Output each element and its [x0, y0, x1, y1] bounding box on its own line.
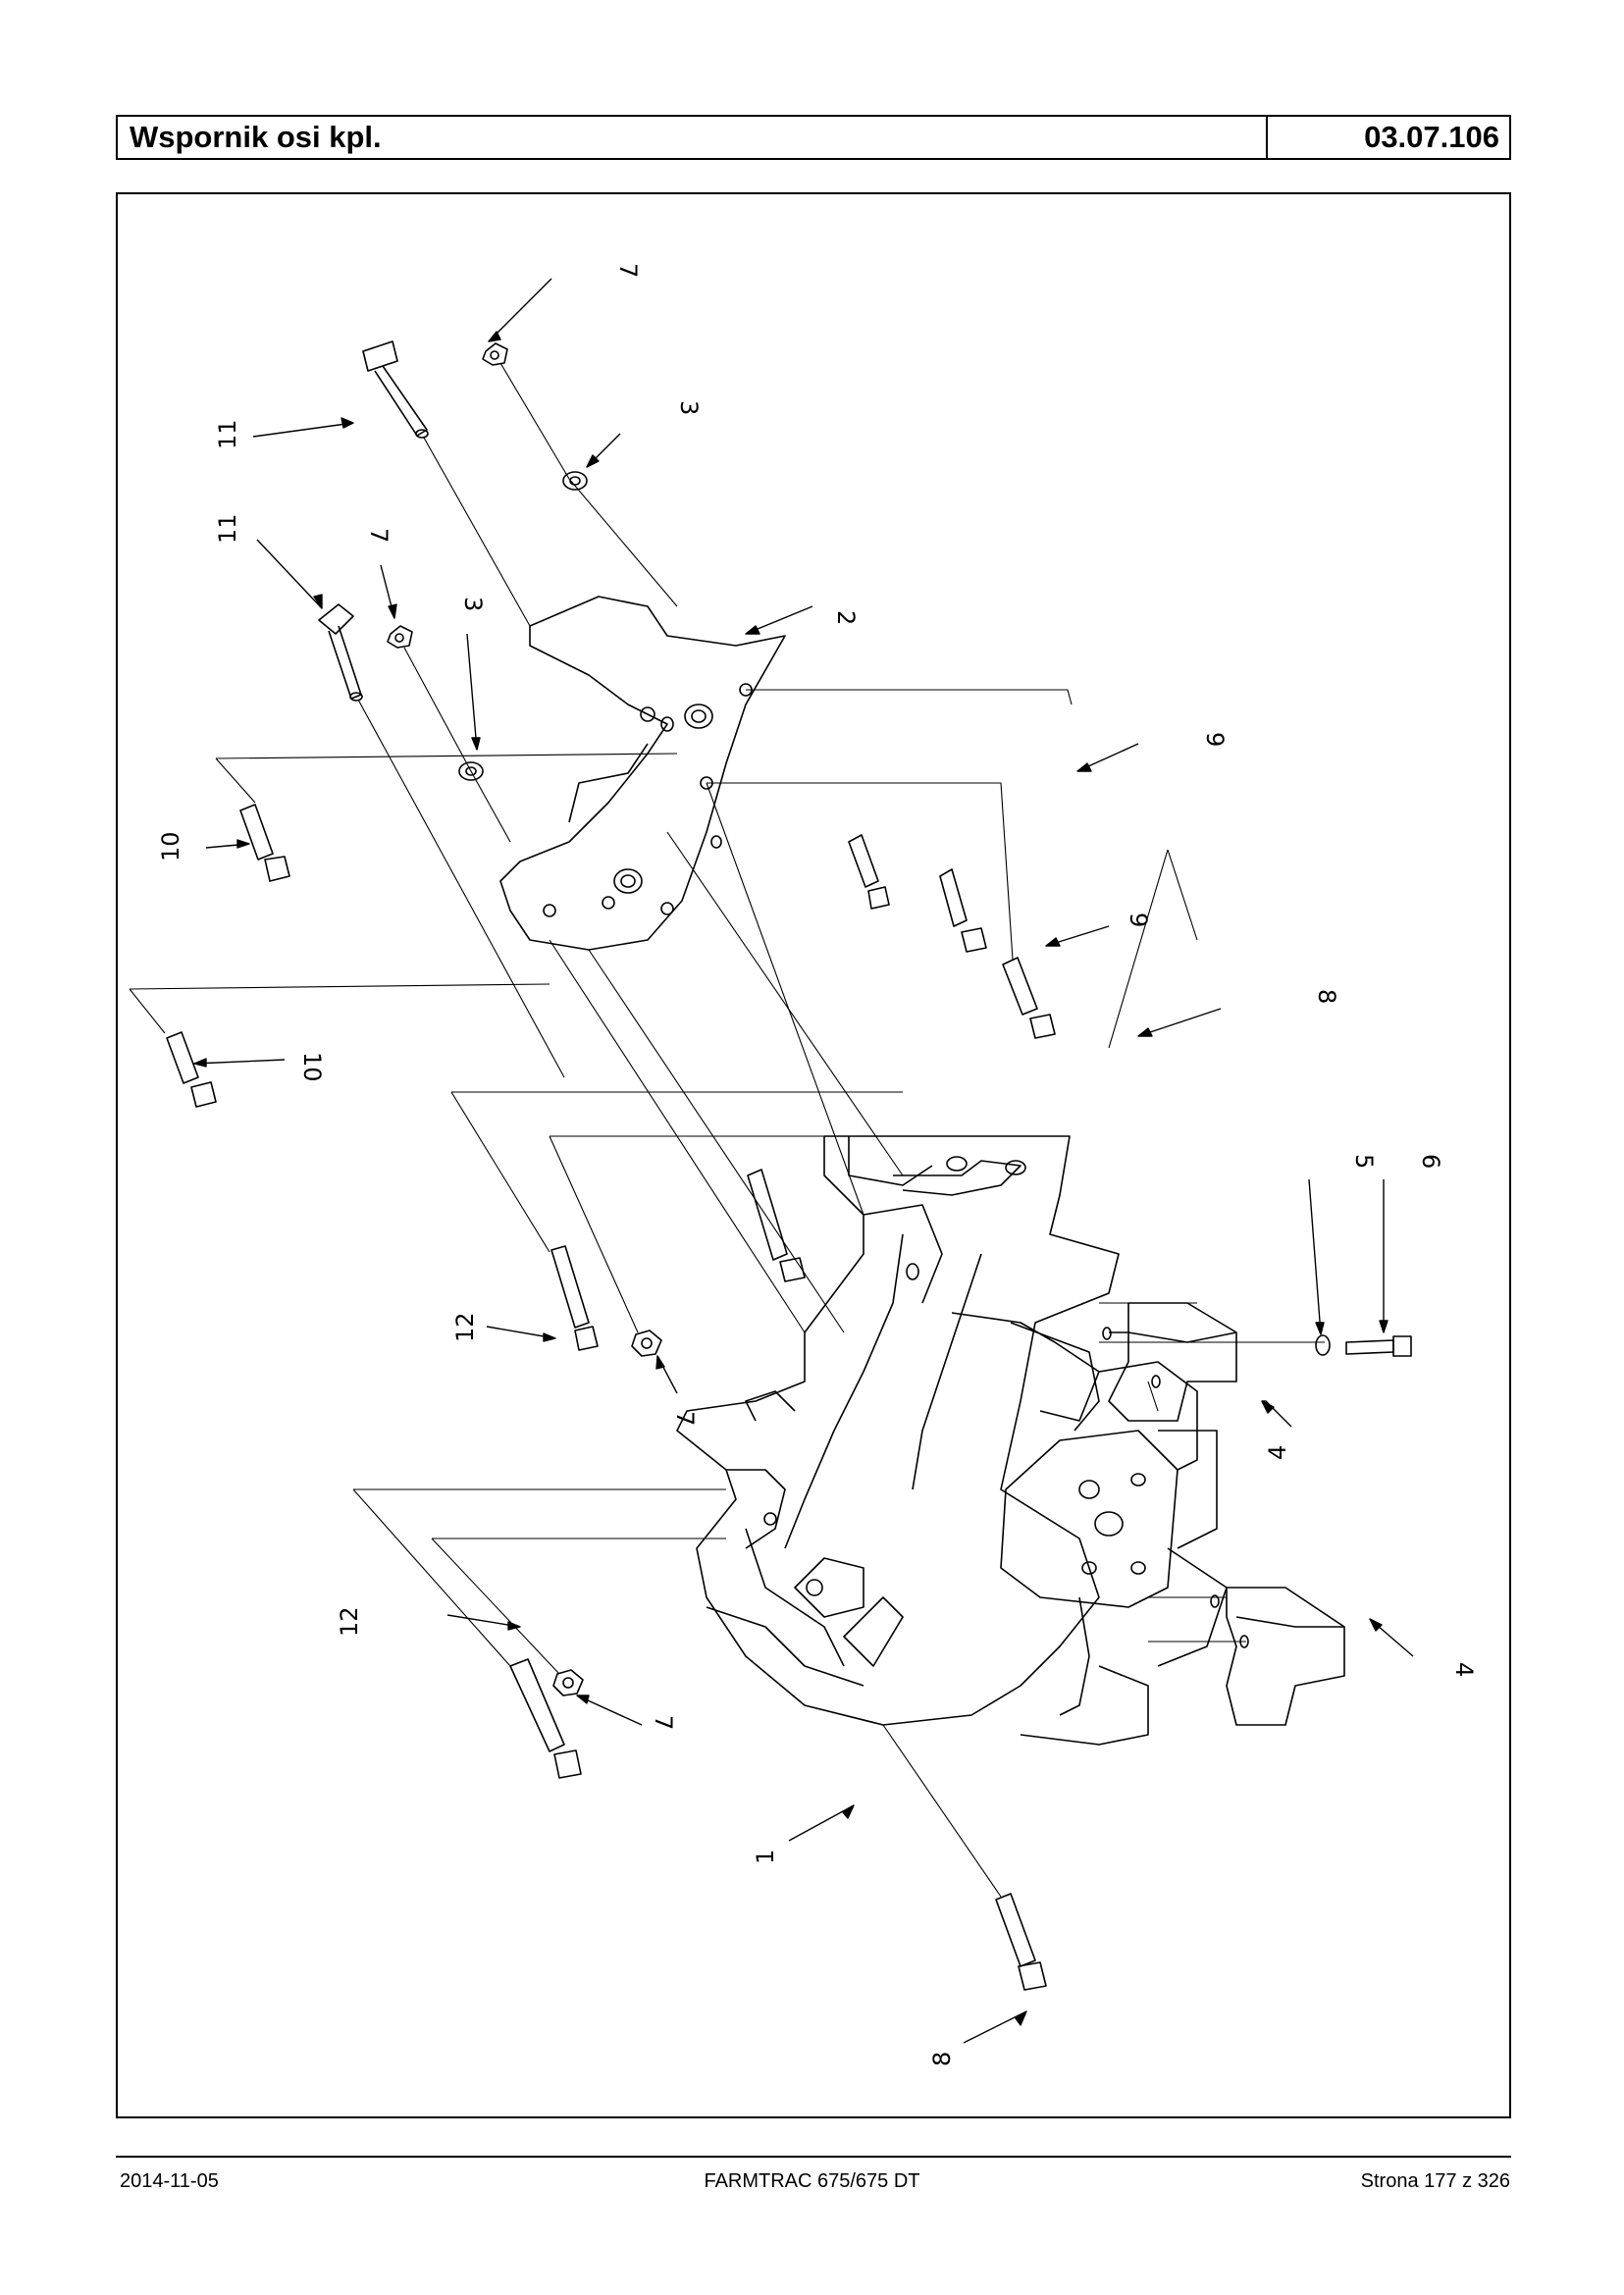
callout-number: 10 — [298, 1052, 326, 1082]
callout-number: 10 — [157, 831, 184, 861]
callout-number: 7 — [365, 528, 393, 543]
callout-numbers: 7 11 3 11 7 3 2 9 10 9 10 8 5 6 12 7 4 1… — [157, 263, 1478, 2066]
page-title: Wspornik osi kpl. — [118, 117, 1268, 158]
part-code: 03.07.106 — [1364, 120, 1499, 154]
leader-lines — [193, 278, 1414, 2044]
callout-number: 4 — [1450, 1662, 1478, 1677]
callout-number: 2 — [832, 610, 860, 625]
assembly-lines — [129, 362, 1325, 1898]
exploded-view-drawing: 7 11 3 11 7 3 2 9 10 9 10 8 5 6 12 7 4 1… — [116, 192, 1511, 2118]
callout-number: 9 — [1125, 913, 1152, 927]
callout-number: 3 — [675, 400, 703, 415]
title-box: Wspornik osi kpl. 03.07.106 — [116, 115, 1511, 160]
callout-number: 9 — [1201, 732, 1229, 747]
callout-number: 12 — [336, 1606, 363, 1637]
fasteners — [166, 340, 1412, 1991]
callout-number: 7 — [671, 1411, 699, 1426]
callout-number: 5 — [1350, 1154, 1378, 1169]
callout-number: 7 — [614, 263, 642, 278]
callout-number: 8 — [928, 2052, 956, 2066]
footer-page-number: Strona 177 z 326 — [1360, 2170, 1510, 2192]
mounting-block-lower — [1210, 1587, 1345, 1726]
axle-support-bracket — [499, 596, 786, 951]
callout-number: 1 — [752, 1850, 779, 1864]
footer-rule — [116, 2156, 1511, 2158]
callout-number: 4 — [1264, 1445, 1291, 1460]
callout-number: 3 — [459, 597, 487, 611]
callout-number: 8 — [1313, 989, 1340, 1004]
callout-number: 6 — [1417, 1154, 1444, 1169]
front-axle-frame — [676, 1135, 1228, 1746]
callout-number: 12 — [451, 1312, 479, 1342]
footer-model: FARMTRAC 675/675 DT — [704, 2170, 920, 2192]
mounting-block-upper — [1102, 1302, 1237, 1422]
callout-number: 7 — [650, 1715, 677, 1730]
drawing-svg: 7 11 3 11 7 3 2 9 10 9 10 8 5 6 12 7 4 1… — [129, 263, 1478, 2066]
callout-number: 11 — [214, 513, 241, 544]
footer-date: 2014-11-05 — [120, 2170, 219, 2192]
callout-number: 11 — [214, 419, 241, 449]
